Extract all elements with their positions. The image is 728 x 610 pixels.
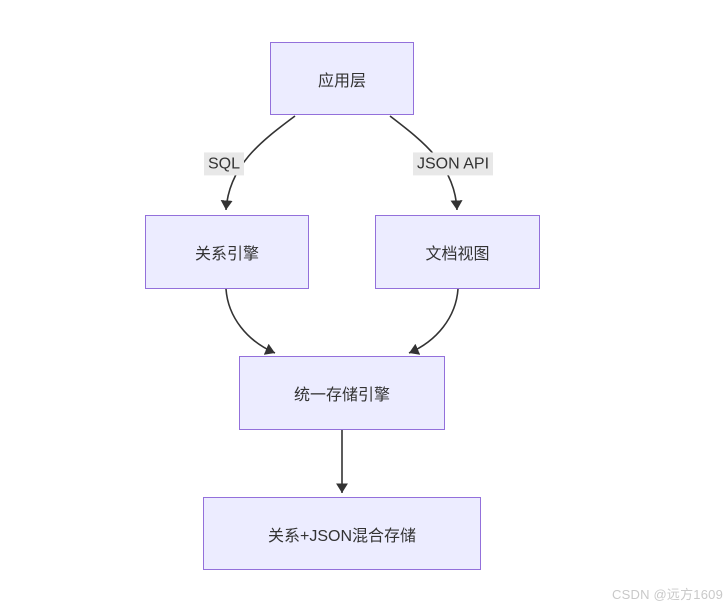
node-label: 关系引擎	[194, 246, 259, 263]
node-unified-storage-engine: 统一存储引擎	[239, 356, 445, 430]
edge-label-json-api: JSON API	[412, 152, 494, 176]
node-label: 文档视图	[425, 246, 490, 263]
node-hybrid-storage: 关系+JSON混合存储	[203, 497, 481, 570]
node-relational-engine: 关系引擎	[145, 215, 309, 289]
edge-relational-to-unified	[225, 288, 276, 355]
node-application-layer: 应用层	[270, 42, 414, 115]
node-label: 应用层	[317, 72, 366, 90]
edge-label-sql: SQL	[203, 152, 245, 176]
node-document-view: 文档视图	[375, 215, 540, 289]
edge-document-to-unified	[408, 288, 459, 355]
node-label: 关系+JSON混合存储	[267, 527, 417, 545]
watermark: CSDN @远方1609	[612, 587, 723, 602]
node-label: 统一存储引擎	[293, 387, 390, 404]
